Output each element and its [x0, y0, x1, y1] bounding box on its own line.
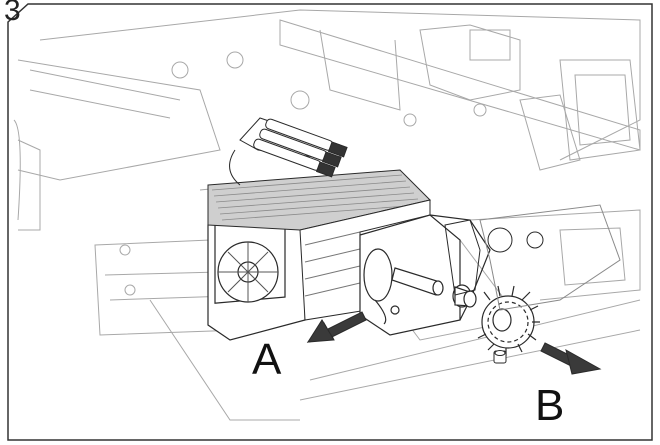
motor-housing [359, 214, 491, 336]
motor-wire-plugs [229, 117, 348, 186]
arrow-a [306, 311, 367, 343]
arrow-b [540, 342, 602, 375]
set-screw [493, 350, 507, 364]
callout-label-b: B [535, 381, 565, 430]
spur-gear-assembly [444, 204, 621, 311]
step-number: 3 [4, 0, 21, 27]
pinion-spacer [452, 284, 477, 308]
cooling-fan [207, 204, 306, 341]
pinion-gear [477, 285, 540, 356]
frame-border [7, 3, 653, 441]
callout-label-a: A [252, 335, 282, 384]
motor-shaft [391, 267, 444, 296]
